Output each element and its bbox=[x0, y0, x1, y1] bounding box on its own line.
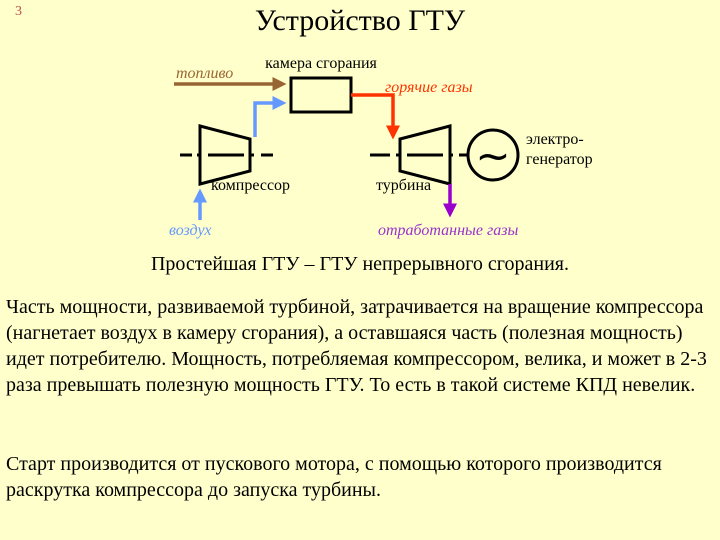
body-paragraph-start: Старт производится от пускового мотора, … bbox=[6, 453, 662, 501]
combustion-chamber-label: камера сгорания bbox=[265, 55, 377, 72]
generator-symbol: ~ bbox=[475, 131, 510, 180]
hot-gases-label: горячие газы bbox=[385, 79, 473, 96]
gtu-diagram: камера сгорания топливо горячие газы ком… bbox=[169, 55, 593, 239]
turbine-label: турбина bbox=[376, 177, 431, 194]
generator-shape bbox=[466, 128, 520, 182]
slide-number: 3 bbox=[15, 4, 22, 19]
generator-label-line2: генератор bbox=[526, 151, 593, 168]
combustion-chamber-shape bbox=[289, 76, 353, 114]
hot-gases-arrow bbox=[351, 93, 400, 140]
air-label: воздух bbox=[169, 222, 211, 239]
exhaust-label: отработанные газы bbox=[378, 222, 518, 239]
compressed-air-arrow bbox=[253, 96, 287, 137]
compressor-label: компрессор bbox=[211, 177, 290, 194]
compressor-shape bbox=[198, 124, 252, 186]
slide-title: Устройство ГТУ bbox=[254, 4, 466, 37]
body-paragraph-power: Часть мощности, развиваемой турбиной, за… bbox=[6, 296, 707, 396]
diagram-caption: Простейшая ГТУ – ГТУ непрерывного сгоран… bbox=[150, 253, 569, 275]
fuel-label: топливо bbox=[176, 65, 233, 82]
generator-label-line1: электро- bbox=[526, 131, 584, 148]
